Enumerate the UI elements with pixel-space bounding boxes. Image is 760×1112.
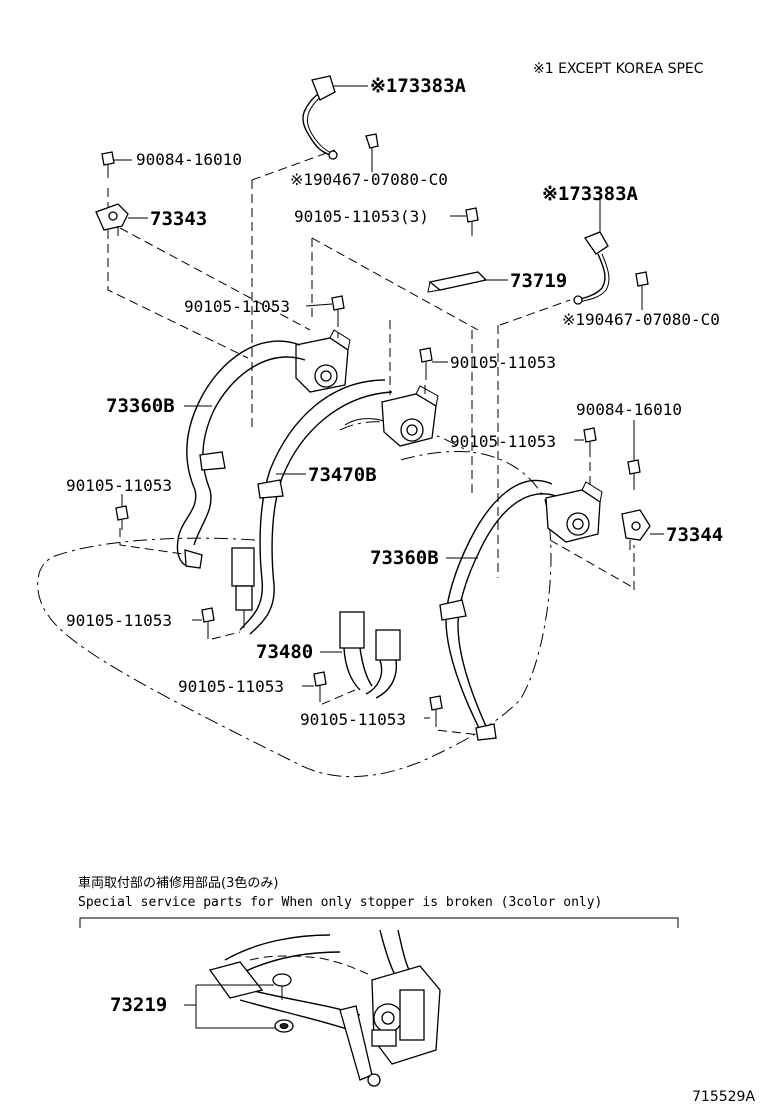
bolt-icon [313,671,327,696]
label-73480: 73480 [256,641,313,663]
retractor-left [295,329,351,393]
sensor-cable-top [302,75,338,160]
guide-line-right-1 [499,299,571,326]
except-spec-note: ※1 EXCEPT KOREA SPEC [533,61,704,77]
guide-line-top-1 [251,149,336,181]
label-90105-11053-d: 90105-11053 [66,476,172,495]
guide-line-bottom-1 [119,528,191,556]
buckle-73480 [339,611,373,691]
diagram-id: 715529A [692,1089,755,1105]
label-173383a-right: ※173383A [542,183,639,205]
label-73360b-left: 73360B [106,395,175,417]
bracket-73344 [621,509,651,550]
buckle-tongue-left [231,547,255,628]
label-90105-11053-c: 90105-11053 [450,432,556,451]
label-90084-16010-right: 90084-16010 [576,400,682,419]
bolt-icon [101,151,115,178]
bolt-icon [635,271,649,300]
special-parts-dash-1 [249,955,321,961]
special-parts-dash-2 [319,957,373,977]
bracket-73343 [95,203,129,236]
bracket-73719 [427,271,488,293]
belt-webbing-center [239,379,393,635]
guide-line-left-2 [119,227,311,331]
belt-webbing-right [439,479,557,741]
guide-line-bottom-2 [207,630,241,641]
special-parts-stopper-73219 [208,961,294,1033]
special-parts-retractor [371,929,441,1065]
label-90105-11053-g: 90105-11053 [300,710,406,729]
bolt-icon [627,459,641,490]
label-90105-11053-3: 90105-11053(3) [294,207,429,226]
label-190467-07080-c0-top: ※190467-07080-C0 [290,170,448,189]
label-73360b-right: 73360B [370,547,439,569]
label-90105-11053-a: 90105-11053 [184,297,290,316]
special-parts-webbing [224,934,381,1087]
label-73470b: 73470B [308,464,377,486]
label-90105-11053-b: 90105-11053 [450,353,556,372]
bolt-icon [429,695,443,720]
label-90084-16010-top: 90084-16010 [136,150,242,169]
label-190467-07080-c0-right: ※190467-07080-C0 [562,310,720,329]
bolt-icon [331,295,345,318]
label-173383a-top: ※173383A [370,75,467,97]
label-90105-11053-f: 90105-11053 [178,677,284,696]
label-73219: 73219 [110,994,167,1016]
retractor-center [381,385,439,447]
bolt-icon [465,207,479,236]
guide-line-bottom-3 [319,689,356,706]
bolt-icon [115,505,129,530]
seat-cushion-outline [37,451,552,778]
label-73219-bracket [184,984,276,1029]
sensor-cable-right [573,231,610,305]
guide-line-right-3 [549,539,635,589]
label-90105-11053-e: 90105-11053 [66,611,172,630]
label-73719: 73719 [510,270,567,292]
label-73343: 73343 [150,208,207,230]
belt-webbing-left [176,340,306,569]
guide-line-bottom-4 [435,718,481,736]
label-73344: 73344 [666,524,723,546]
bolt-icon [419,347,433,380]
bolt-icon [201,607,215,632]
special-parts-jp-title: 車両取付部の補修用部品(3色のみ) [78,875,278,891]
retractor-right [545,481,603,543]
bolt-icon [583,427,597,448]
buckle-73480-second [365,629,401,699]
special-parts-en-title: Special service parts for When only stop… [78,895,602,910]
special-parts-bracket-line [79,917,679,928]
guide-line-mid-1 [311,237,479,331]
